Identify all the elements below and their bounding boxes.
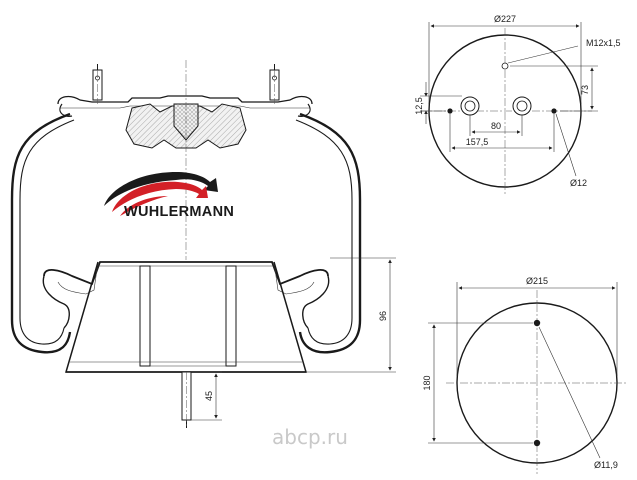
piston-inner-left-wall xyxy=(139,265,151,367)
dim-45-label: 45 xyxy=(204,391,214,401)
watermark: аbcp.ru xyxy=(272,425,348,449)
bottom-hole-bottom xyxy=(533,439,541,447)
dim-180-label: 180 xyxy=(422,375,432,390)
bottom-plate-view: Ø215 180 Ø11,9 xyxy=(422,276,628,474)
thread-label: M12x1,5 xyxy=(586,38,621,48)
piston-inner-right-wall xyxy=(225,265,237,367)
side-view: 96 45 WUHLERMANN xyxy=(10,60,396,428)
top-diameter-label: Ø227 xyxy=(494,14,516,24)
piston-flange xyxy=(43,261,329,286)
top-stud-hole-left xyxy=(460,96,480,116)
air-fitting xyxy=(501,62,509,70)
dimension-96: 96 xyxy=(306,257,396,373)
piston xyxy=(65,261,307,373)
dim-80-label: 80 xyxy=(491,121,501,131)
bottom-hole-top xyxy=(533,319,541,327)
top-bead-plate xyxy=(57,95,313,105)
logo-swoosh-red xyxy=(112,181,208,212)
hole-diameter-label: Ø12 xyxy=(570,178,587,188)
dim-12-5-label: 12,5 xyxy=(414,97,424,115)
brand-name: WUHLERMANN xyxy=(124,204,234,220)
bellow-outer xyxy=(10,112,72,354)
dim-96-label: 96 xyxy=(378,311,388,321)
brand-logo: WUHLERMANN xyxy=(104,172,234,220)
top-plate-view: Ø227 M12x1,5 73 12,5 80 xyxy=(414,14,621,196)
logo-swoosh-dark xyxy=(104,172,218,206)
bottom-hole-diameter-label: Ø11,9 xyxy=(594,460,618,470)
top-stud-left xyxy=(92,64,103,104)
dim-73-label: 73 xyxy=(580,85,590,95)
mount-hole-left xyxy=(447,108,453,114)
mount-hole-right xyxy=(551,108,557,114)
top-stud-right xyxy=(269,64,280,104)
top-stud-hole-right xyxy=(512,96,532,116)
dimension-45: 45 xyxy=(191,371,222,421)
dim-157-5-label: 157,5 xyxy=(466,137,489,147)
bottom-stud xyxy=(181,371,192,428)
bellow-outer-right xyxy=(298,112,362,354)
bottom-diameter-label: Ø215 xyxy=(526,276,548,286)
